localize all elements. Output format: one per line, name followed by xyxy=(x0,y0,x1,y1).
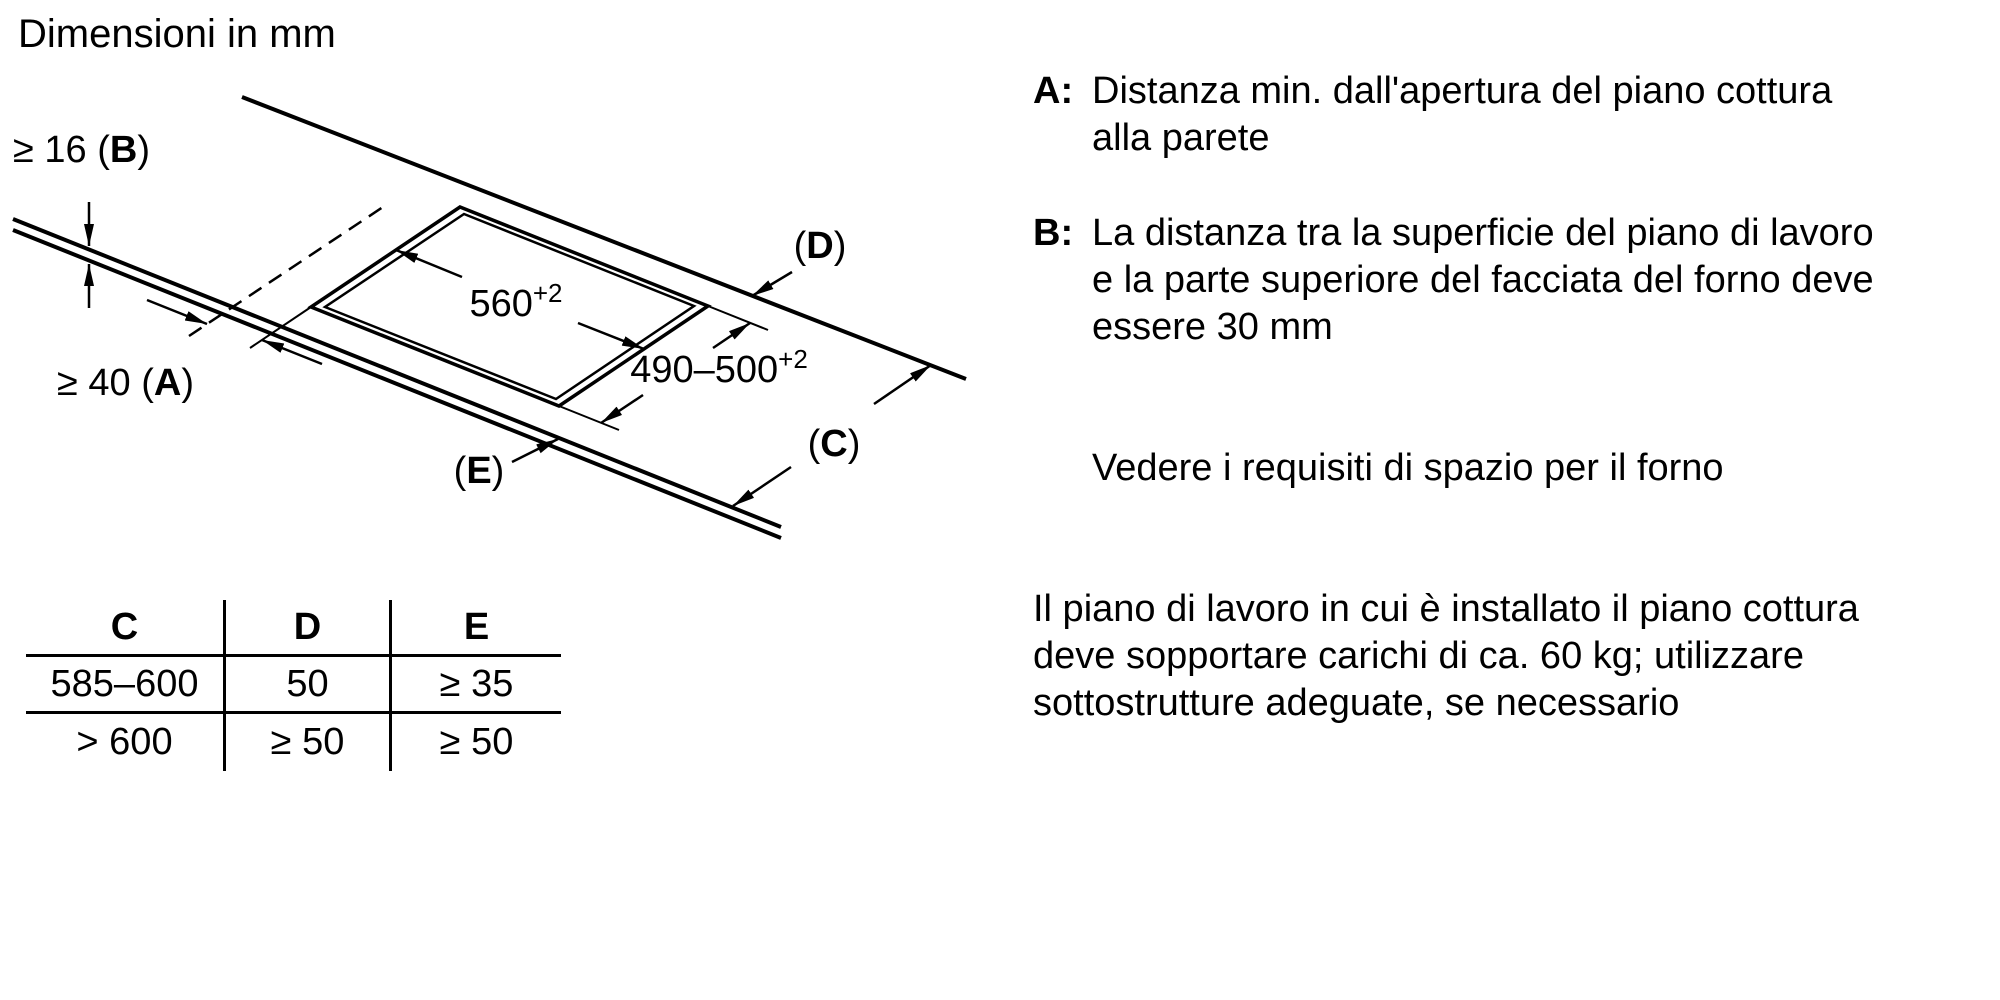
worktop-back-edge-line xyxy=(241,95,967,381)
note-oven-space: Vedere i requisiti di spazio per il forn… xyxy=(1092,447,1724,489)
width-dimension-arrow-right xyxy=(577,321,645,351)
label-e-leader-arrow xyxy=(511,437,559,464)
worktop-front-edge-top-line xyxy=(12,217,782,529)
table-header-row: C D E xyxy=(26,600,561,657)
note-b-letter: B: xyxy=(1033,212,1074,254)
table-cell: ≥ 35 xyxy=(389,657,561,711)
cutout-edge-extension-line xyxy=(249,306,312,349)
wall-reference-dashed-line xyxy=(188,205,384,338)
depth-dimension-arrow-top xyxy=(712,321,751,350)
depth-extension-top-line xyxy=(707,305,769,331)
label-e: (E) xyxy=(454,450,505,492)
table-header-c: C xyxy=(110,605,139,648)
dimension-b-label: ≥ 16 (B) xyxy=(13,129,150,171)
note-load-capacity: Il piano di lavoro in cui è installato i… xyxy=(1033,588,1859,724)
depth-dimension-arrow-bottom xyxy=(600,393,644,425)
note-b: B: La distanza tra la superficie del pia… xyxy=(1033,210,1892,351)
dimension-a-label: ≥ 40 (A) xyxy=(57,362,194,404)
wall-distance-arrow-right xyxy=(261,338,323,366)
dimension-table: C D E 585–600 50 ≥ 35 > 600 ≥ 50 ≥ 50 xyxy=(26,600,561,771)
table-header-e: E xyxy=(389,600,561,654)
installation-diagram: ≥ 16 (B) ≥ 40 (A) 560+2 490–500+2 (D) (C… xyxy=(12,95,967,540)
note-a-text: Distanza min. dall'apertura del piano co… xyxy=(1092,70,1833,159)
depth-extension-bottom-line xyxy=(558,405,620,431)
label-c: (C) xyxy=(808,423,861,465)
label-c-leader-arrow-front xyxy=(732,465,792,508)
table-cell: > 600 xyxy=(76,721,173,763)
table-header-d: D xyxy=(223,600,389,654)
width-dimension-arrow-left xyxy=(395,248,463,279)
table-cell: ≥ 50 xyxy=(389,714,561,771)
wall-distance-arrow-left xyxy=(146,298,208,326)
label-d: (D) xyxy=(794,225,847,267)
dimension-560-label: 560+2 xyxy=(469,278,562,325)
note-b-text: La distanza tra la superficie del piano … xyxy=(1092,212,1874,348)
label-d-leader-arrow xyxy=(751,270,793,298)
table-cell: 50 xyxy=(223,657,389,711)
cutout-inner-outline xyxy=(322,212,697,401)
table-row: > 600 ≥ 50 ≥ 50 xyxy=(26,714,561,771)
page-title: Dimensioni in mm xyxy=(18,12,336,56)
dimension-490-500-label: 490–500+2 xyxy=(630,344,808,391)
note-a: A: Distanza min. dall'apertura del piano… xyxy=(1033,68,1892,162)
table-cell: 585–600 xyxy=(50,662,199,705)
note-a-letter: A: xyxy=(1033,70,1074,112)
table-row: 585–600 50 ≥ 35 xyxy=(26,657,561,714)
worktop-front-edge-bottom-line xyxy=(12,228,782,540)
table-cell: ≥ 50 xyxy=(223,714,389,771)
label-c-leader-arrow-back xyxy=(873,363,932,406)
